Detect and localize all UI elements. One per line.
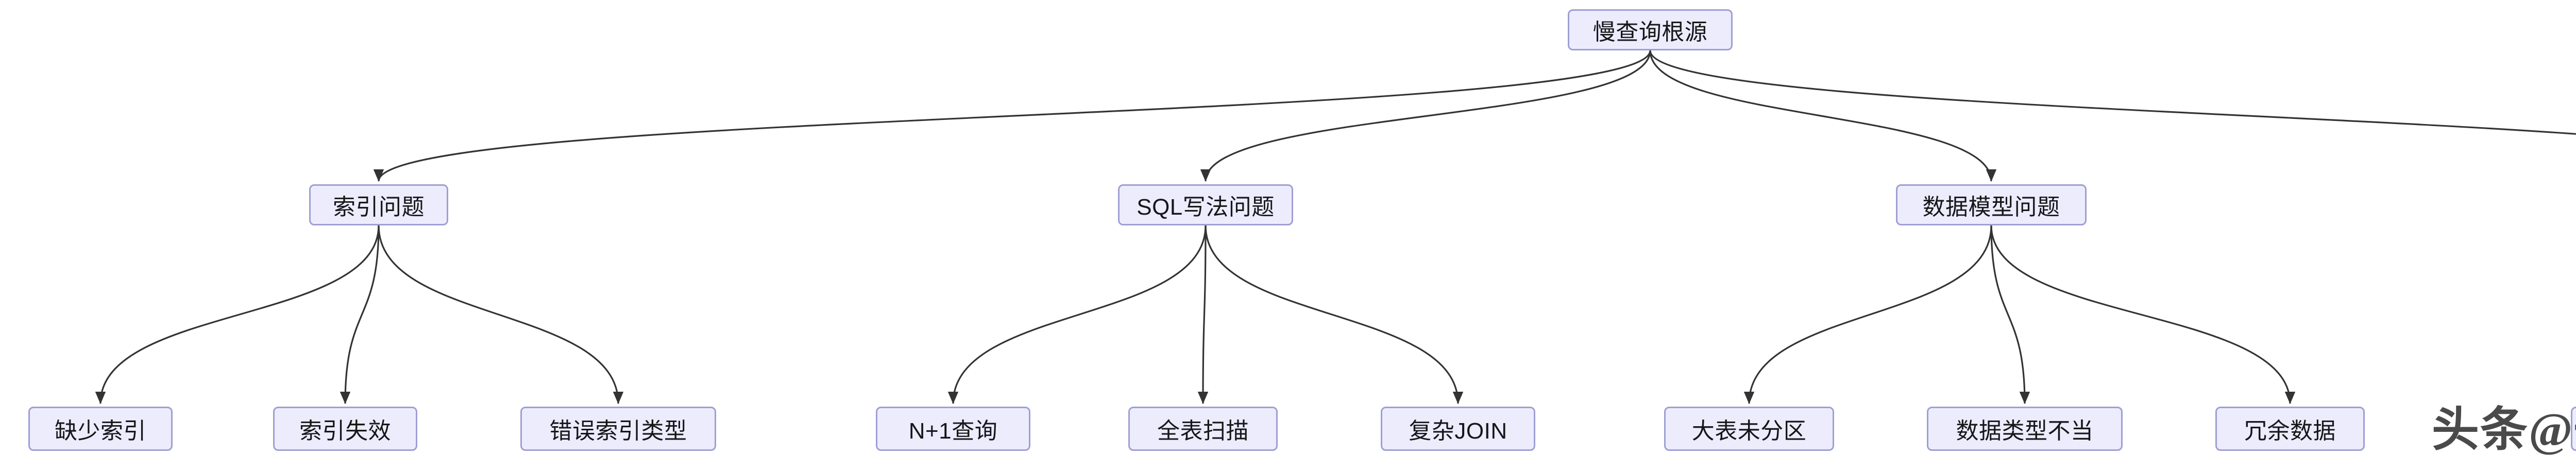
node-l3-4[interactable]: N+1查询 [876, 407, 1030, 451]
edge-l2-index-to-l3-3 [378, 225, 624, 404]
edge-root-to-l2-system [1649, 50, 2576, 135]
edge-l2-index-to-l3-1 [95, 225, 380, 404]
node-l3-10[interactable]: CPU瓶颈 [2571, 407, 2576, 451]
node-l3-2[interactable]: 索引失效 [273, 407, 417, 451]
edge-l2-model-to-l3-8 [1990, 225, 2030, 404]
watermark-text: 头条@一枚后端工程师 [2432, 404, 2576, 456]
edge-l2-model-to-l3-7 [1743, 225, 1992, 404]
edge-l2-sql-to-l3-6 [1205, 225, 1464, 404]
node-root[interactable]: 慢查询根源 [1568, 9, 1733, 50]
edge-l2-model-to-l3-9 [1990, 225, 2296, 404]
node-l2-sql[interactable]: SQL写法问题 [1118, 184, 1293, 225]
node-l3-7[interactable]: 大表未分区 [1664, 407, 1834, 451]
edge-l2-index-to-l3-2 [340, 225, 380, 404]
edge-l2-sql-to-l3-5 [1197, 225, 1209, 404]
node-l2-model[interactable]: 数据模型问题 [1896, 184, 2087, 225]
node-l3-1[interactable]: 缺少索引 [28, 407, 173, 451]
node-l3-9[interactable]: 冗余数据 [2215, 407, 2365, 451]
node-l3-6[interactable]: 复杂JOIN [1381, 407, 1535, 451]
edge-root-to-l2-sql [1200, 50, 1651, 182]
node-l3-5[interactable]: 全表扫描 [1128, 407, 1278, 451]
edge-l2-sql-to-l3-4 [947, 225, 1207, 404]
node-l3-8[interactable]: 数据类型不当 [1927, 407, 2123, 451]
node-l3-3[interactable]: 错误索引类型 [520, 407, 716, 451]
node-l2-index[interactable]: 索引问题 [309, 184, 448, 225]
edge-root-to-l2-index [374, 50, 1651, 182]
edge-root-to-l2-model [1649, 50, 1997, 182]
